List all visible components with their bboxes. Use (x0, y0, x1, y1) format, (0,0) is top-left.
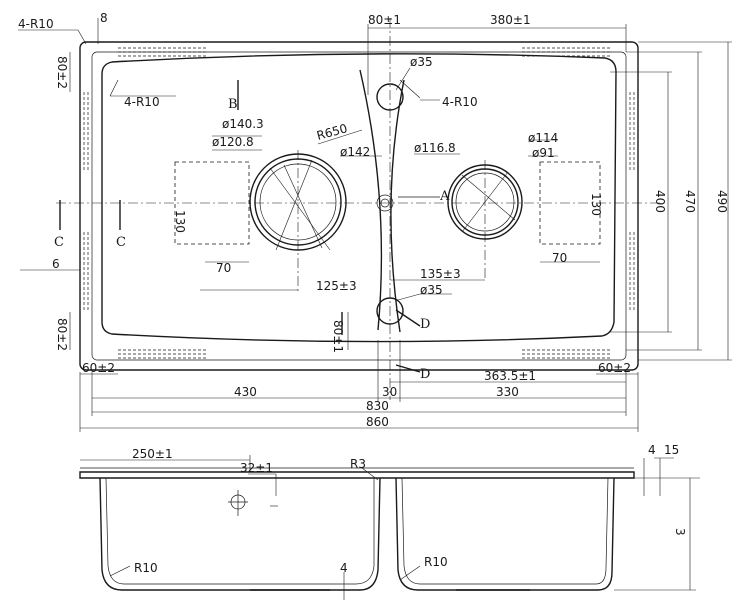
edge-six: 6 (52, 257, 60, 271)
hole-offset-bottom: 80±1 (331, 320, 345, 353)
inner-rim (91, 51, 627, 361)
section-depth-label: 3 (673, 528, 687, 536)
top-offset: 80±1 (368, 13, 401, 27)
section-step-width: 32±1 (240, 461, 273, 475)
left-inner-dia: ø120.8 (212, 135, 254, 149)
section-left-width: 250±1 (132, 447, 173, 461)
bowl-radius-right: 4-R10 (442, 95, 478, 109)
plan-view: 4-R10 8 80±1 380±1 ø35 4-R10 4-R10 B ø14… (18, 11, 732, 432)
section-left-bottom-radius: R10 (134, 561, 158, 575)
right-dimensions (610, 41, 732, 361)
right-rim-dia: ø114 (528, 131, 558, 145)
section-flange (79, 471, 635, 479)
hole-bottom-dia: ø35 (420, 283, 443, 297)
section-dimensions (80, 455, 700, 600)
marker-a: A (439, 189, 450, 204)
rim-clips (83, 47, 635, 359)
corner-radius-outer: 4-R10 (18, 17, 54, 31)
divider-right-line (390, 79, 405, 333)
left-drain-offset: 125±3 (316, 279, 357, 293)
left-bowl: 430 (234, 385, 257, 399)
left-rim-dia: ø142 (340, 145, 370, 159)
right-outer-dia: ø116.8 (414, 141, 456, 155)
section-flange-height: 15 (664, 443, 679, 457)
section-c-right: C (116, 235, 126, 250)
section-flange-thickness: 4 (648, 443, 656, 457)
top-margin: 80±2 (55, 56, 69, 89)
right-clip (539, 161, 601, 245)
left-clip-height: 130 (173, 210, 187, 233)
bottom-margin: 80±2 (55, 318, 69, 351)
section-view: 250±1 32±1 R3 4 15 3 R10 R10 4 (79, 443, 700, 600)
left-corner: 60±2 (82, 361, 115, 375)
right-bowl-width: 363.5±1 (484, 369, 536, 383)
leaders (109, 67, 558, 301)
outer-rim (79, 41, 639, 371)
divider-width: 30 (382, 385, 397, 399)
right-clip-width: 70 (552, 251, 567, 265)
bowl-outline (101, 53, 617, 343)
section-c-left: C (54, 235, 64, 250)
right-bowl: 330 (496, 385, 519, 399)
left-clip (174, 161, 250, 245)
section-left-bowl (99, 477, 381, 591)
section-d-bottom: D (420, 367, 430, 382)
right-corner: 60±2 (598, 361, 631, 375)
bottom-dimensions (79, 261, 639, 432)
section-b: B (228, 97, 238, 112)
section-bottom-thickness: 4 (340, 561, 348, 575)
right-drain-offset: 135±3 (420, 267, 461, 281)
corner-inset: 8 (100, 11, 108, 25)
divider-left-line (359, 69, 383, 331)
left-outer-dia: ø140.3 (222, 117, 264, 131)
section-d-top: D (420, 317, 430, 332)
overall-height: 490 (715, 190, 729, 213)
right-inner-dia: ø91 (532, 146, 555, 160)
right-width: 380±1 (490, 13, 531, 27)
bowl-depth-dim: 400 (653, 190, 667, 213)
bowl-radius-left: 4-R10 (124, 95, 160, 109)
top-dimensions (18, 18, 627, 350)
inner-width: 830 (366, 399, 389, 413)
left-clip-width: 70 (216, 261, 231, 275)
right-clip-height: 130 (589, 193, 603, 216)
section-right-bowl (395, 477, 615, 591)
section-right-bottom-radius: R10 (424, 555, 448, 569)
inner-height: 470 (683, 190, 697, 213)
section-top-radius: R3 (350, 457, 366, 471)
overall-width: 860 (366, 415, 389, 429)
hole-top-dia: ø35 (410, 55, 433, 69)
